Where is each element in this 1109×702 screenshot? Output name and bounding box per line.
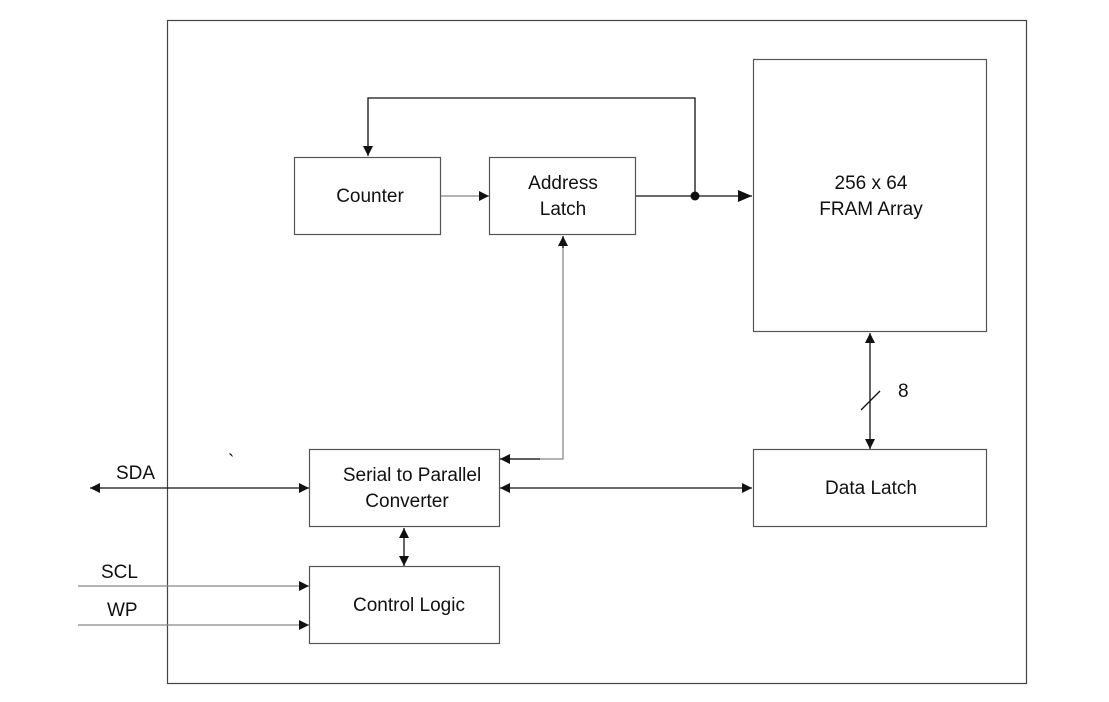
sp-address-wire (500, 246, 564, 460)
chip-boundary (166, 19, 1028, 685)
serial-parallel-block: Serial to Parallel Converter (308, 448, 501, 528)
bus-width-slash (860, 390, 881, 411)
address-latch-block: Address Latch (488, 156, 637, 236)
feedback-wire (363, 97, 696, 196)
data-latch-label: Data Latch (825, 478, 917, 499)
stray-mark: ` (228, 452, 234, 473)
serial-parallel-label-1: Serial to Parallel (343, 465, 481, 486)
junction-dot (690, 191, 700, 201)
fram-array-label-2: FRAM Array (819, 199, 923, 220)
serial-parallel-label-2: Converter (365, 491, 449, 512)
address-latch-label-1: Address (528, 173, 598, 194)
sda-label: SDA (116, 463, 155, 484)
data-latch-block: Data Latch (752, 448, 988, 528)
counter-label: Counter (336, 186, 404, 207)
wp-label: WP (107, 600, 138, 621)
fram-array-block: 256 x 64 FRAM Array (752, 58, 988, 333)
control-logic-label: Control Logic (353, 595, 465, 616)
bus-width-label: 8 (898, 381, 909, 402)
scl-label: SCL (101, 562, 138, 583)
counter-block: Counter (293, 156, 442, 236)
control-logic-block: Control Logic (308, 565, 501, 645)
address-latch-label-2: Latch (540, 199, 586, 220)
fram-array-label-1: 256 x 64 (835, 173, 908, 194)
